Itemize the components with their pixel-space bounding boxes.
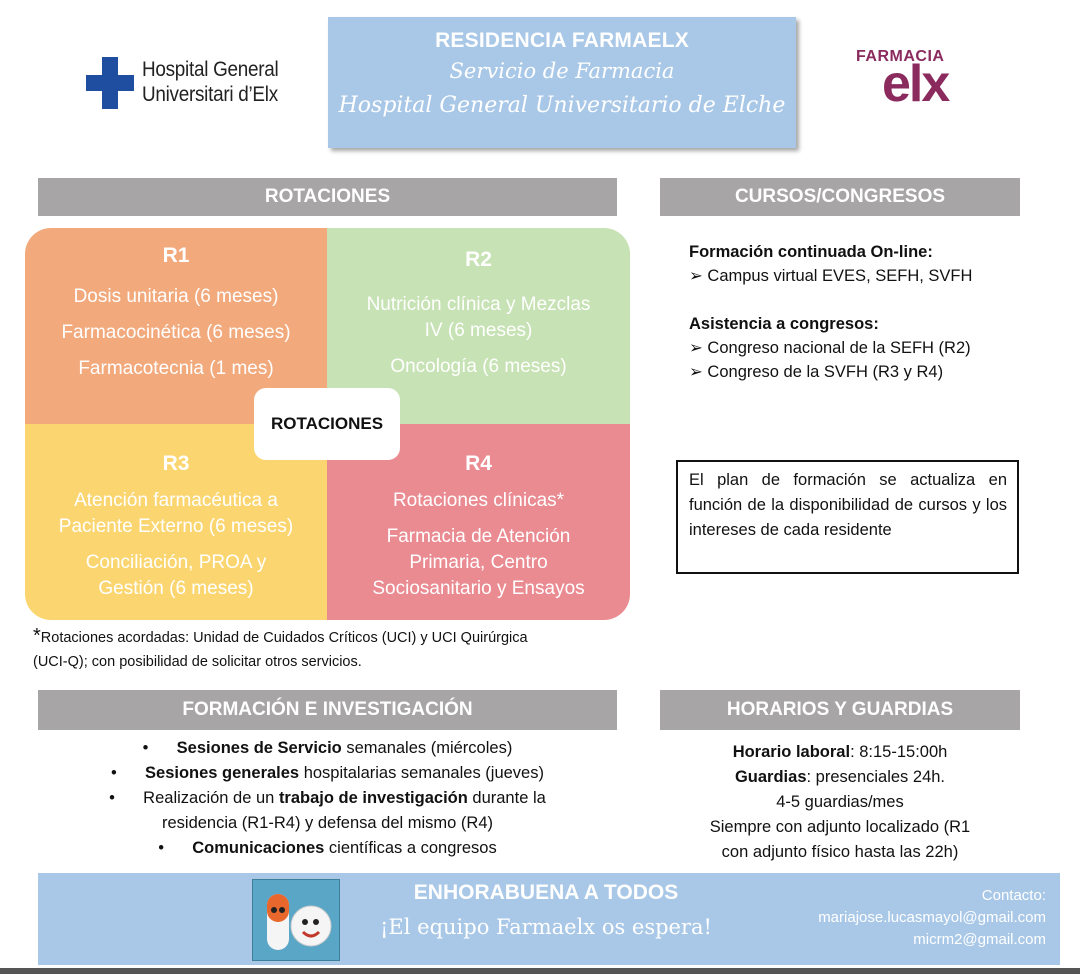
title-box: RESIDENCIA FARMAELX Servicio de Farmacia…: [328, 17, 796, 148]
footer-banner: ENHORABUENA A TODOS ¡El equipo Farmaelx …: [38, 873, 1060, 965]
hospital-logo-text: Hospital General Universitari d’Elx: [142, 57, 279, 107]
rotation-r4-item: Farmacia de Atención: [386, 526, 571, 547]
plan-note-box: El plan de formación se actualiza en fun…: [676, 460, 1019, 574]
cursos-content: Formación continuada On-line: ➢ Campus v…: [689, 240, 1019, 384]
farmacia-elx-logo: FARMACIA elx: [856, 48, 976, 118]
guardias-note: Siempre con adjunto localizado (R1: [709, 818, 971, 836]
arrow-icon: ➢: [689, 267, 703, 285]
rotation-r2-label: R2: [465, 248, 492, 271]
pill-mascots-icon: [252, 879, 340, 961]
rotation-r1-item: Farmacocinética (6 meses): [61, 322, 291, 343]
footer-title: ENHORABUENA A TODOS: [413, 881, 679, 904]
footnote-star: *: [33, 625, 41, 647]
farmacia-logo-top: FARMACIA: [856, 48, 945, 65]
contact-email-2[interactable]: micrm2@gmail.com: [913, 931, 1046, 948]
rotation-r4-item: Rotaciones clínicas*: [392, 490, 565, 511]
online-item: ➢ Campus virtual EVES, SEFH, SVFH: [689, 267, 973, 285]
rotation-r3-item: Paciente Externo (6 meses): [58, 516, 294, 537]
rotation-r3-item: Gestión (6 meses): [98, 578, 254, 599]
rotation-r3-label: R3: [162, 452, 190, 475]
section-header-rotaciones: ROTACIONES: [38, 178, 617, 216]
congreso-item: ➢ Congreso nacional de la SEFH (R2): [689, 339, 971, 357]
rotations-center-badge: ROTACIONES: [254, 388, 400, 460]
page-title: RESIDENCIA FARMAELX: [435, 29, 689, 52]
footnote-line2: (UCI-Q); con posibilidad de solicitar ot…: [33, 654, 362, 670]
section-header-formacion: FORMACIÓN E INVESTIGACIÓN: [38, 690, 617, 730]
farmacia-logo-word: elx: [882, 55, 950, 113]
bottom-divider: [0, 968, 1080, 974]
section-header-horarios: HORARIOS Y GUARDIAS: [660, 690, 1020, 730]
horario-line: Horario laboral: 8:15-15:00h: [732, 743, 948, 761]
rotations-footnote: *Rotaciones acordadas: Unidad de Cuidado…: [33, 624, 623, 674]
rotation-r1-item: Farmacotecnia (1 mes): [78, 358, 274, 379]
online-title: Formación continuada On-line:: [689, 243, 933, 261]
congreso-item: ➢ Congreso de la SVFH (R3 y R4): [689, 363, 944, 381]
footer-subtitle: ¡El equipo Farmaelx os espera!: [379, 915, 712, 939]
guardias-count: 4-5 guardias/mes: [776, 793, 904, 811]
rotation-r3-item: Atención farmacéutica a: [74, 490, 278, 511]
hospital-logo: Hospital General Universitari d’Elx: [86, 55, 279, 115]
footer-contact: Contacto: mariajose.lucasmayol@gmail.com…: [818, 885, 1046, 951]
section-header-cursos: CURSOS/CONGRESOS: [660, 178, 1020, 216]
rotation-r1-label: R1: [162, 244, 190, 267]
hospital-logo-line2: Universitari d’Elx: [142, 83, 278, 106]
rotation-r4-item: Sociosanitario y Ensayos: [372, 578, 585, 599]
hospital-logo-line1: Hospital General: [142, 58, 279, 81]
rotation-r4-label: R4: [465, 452, 492, 475]
cross-icon: [86, 57, 134, 109]
contact-email-1[interactable]: mariajose.lucasmayol@gmail.com: [818, 909, 1046, 926]
rotation-r3-item: Conciliación, PROA y: [85, 552, 267, 573]
list-item: •Sesiones generales hospitalarias semana…: [111, 764, 544, 782]
page-subtitle: Servicio de Farmacia: [449, 59, 675, 83]
arrow-icon: ➢: [689, 363, 703, 381]
guardias-line: Guardias: presenciales 24h.: [734, 768, 946, 786]
congresos-title: Asistencia a congresos:: [689, 315, 879, 333]
list-item: •Realización de un trabajo de investigac…: [109, 789, 546, 832]
formacion-list: •Sesiones de Servicio semanales (miércol…: [38, 736, 617, 861]
contact-label: Contacto:: [981, 887, 1046, 904]
arrow-icon: ➢: [689, 339, 703, 357]
list-item: •Sesiones de Servicio semanales (miércol…: [142, 739, 513, 757]
rotation-r2-item: Oncología (6 meses): [390, 356, 567, 377]
footnote-line1: Rotaciones acordadas: Unidad de Cuidados…: [40, 630, 528, 646]
rotation-r4-item: Primaria, Centro: [409, 552, 548, 573]
rotation-r1-item: Dosis unitaria (6 meses): [73, 286, 279, 307]
rotation-r2-item: IV (6 meses): [424, 320, 533, 341]
plan-note-text: El plan de formación se actualiza en fun…: [689, 471, 1007, 539]
horarios-content: Horario laboral: 8:15-15:00h Guardias: p…: [660, 740, 1020, 865]
page-subtitle-hospital: Hospital General Universitario de Elche: [338, 93, 786, 118]
rotations-grid: R1 Dosis unitaria (6 meses) Farmacocinét…: [25, 228, 630, 620]
list-item: •Comunicaciones científicas a congresos: [158, 839, 497, 857]
rotation-r2-item: Nutrición clínica y Mezclas: [366, 294, 591, 315]
guardias-note-2: con adjunto físico hasta las 22h): [721, 843, 959, 861]
